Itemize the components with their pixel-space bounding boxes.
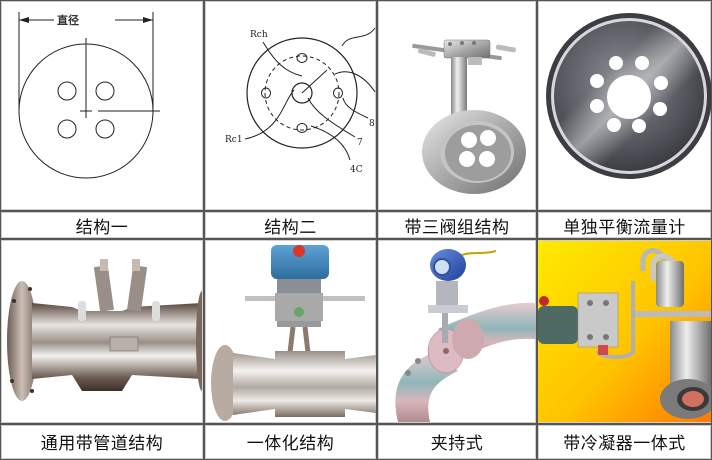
image-cell-pipe-section bbox=[0, 239, 204, 424]
orifice-plate-diagram-annotated: Rch Rc1 8 7 4C bbox=[225, 27, 376, 175]
label-pipe-section: 通用带管道结构 bbox=[0, 424, 204, 460]
annotation-7: 7 bbox=[357, 138, 363, 148]
annotation-4c: 4C bbox=[350, 165, 363, 175]
image-cell-structure-1: 直径 bbox=[0, 0, 204, 211]
label-three-valve: 带三阀组结构 bbox=[377, 211, 537, 239]
integrated-with-condenser-flowmeter bbox=[538, 241, 711, 422]
orifice-plate-diagram-four-hole: 直径 bbox=[18, 12, 160, 179]
image-cell-condenser bbox=[537, 239, 712, 424]
image-cell-wafer bbox=[377, 239, 537, 424]
integrated-transmitter-flowmeter bbox=[211, 245, 376, 421]
label-structure-2: 结构二 bbox=[204, 211, 377, 239]
image-cell-three-valve bbox=[377, 0, 537, 211]
image-cell-balanced-plate bbox=[537, 0, 712, 211]
annotation-rc1: Rc1 bbox=[225, 135, 243, 145]
image-cell-structure-2: Rch Rc1 8 7 4C bbox=[204, 0, 377, 211]
orifice-plate-with-three-valve-manifold bbox=[412, 39, 526, 194]
label-condenser: 带冷凝器一体式 bbox=[537, 424, 712, 460]
label-integrated: 一体化结构 bbox=[204, 424, 377, 460]
label-balanced-plate: 单独平衡流量计 bbox=[537, 211, 712, 239]
wafer-clamp-type-flowmeter bbox=[395, 249, 536, 422]
annotation-rch: Rch bbox=[250, 30, 268, 40]
annotation-8: 8 bbox=[369, 119, 375, 129]
standalone-balanced-flow-plate bbox=[546, 13, 711, 179]
label-wafer: 夹持式 bbox=[377, 424, 537, 460]
label-structure-1: 结构一 bbox=[0, 211, 204, 239]
image-cell-integrated bbox=[204, 239, 377, 424]
diameter-label: 直径 bbox=[57, 13, 79, 27]
flanged-pipe-section-flowmeter bbox=[7, 259, 202, 401]
